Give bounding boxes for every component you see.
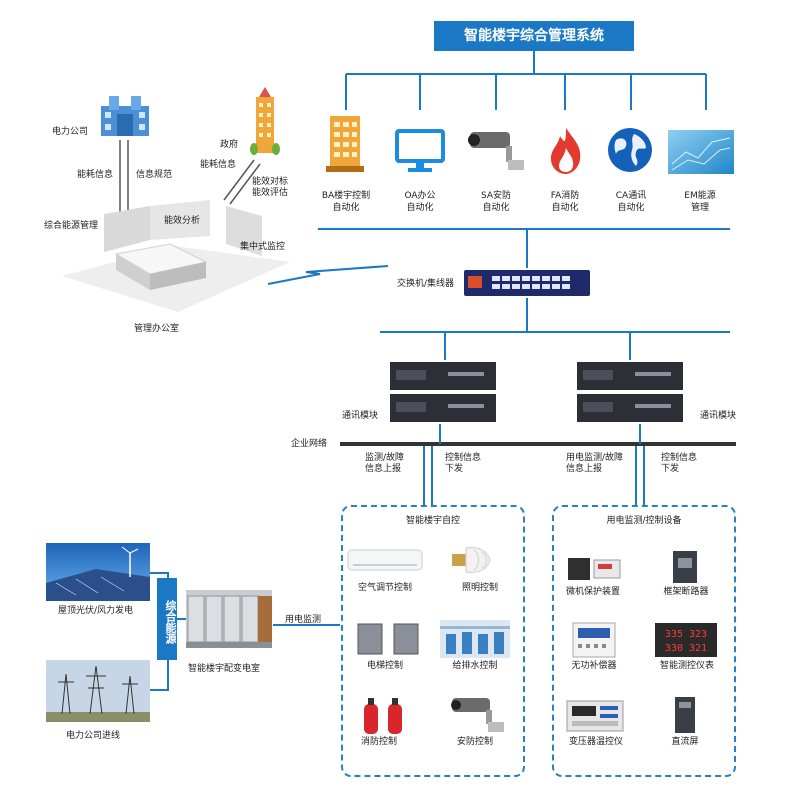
monitor-icon [394, 128, 446, 174]
power-monitor-label: 用电监测 [285, 615, 322, 625]
office-connector-lines [62, 140, 290, 312]
frame-breaker-icon [672, 550, 698, 584]
efficiency-analysis-label: 能效分析 [164, 216, 201, 226]
power-monitor-fault-label-2: 信息上报 [566, 464, 603, 474]
substation-label: 智能楼宇配变电室 [188, 664, 261, 674]
comm-module-left-label: 通讯模块 [342, 411, 379, 421]
comm-module-right-label: 通讯模块 [700, 411, 737, 421]
ac-control-label: 空气调节控制 [357, 583, 412, 593]
system-ca-sub: 自动化 [617, 203, 645, 213]
fire-extinguisher-icon [358, 694, 410, 736]
grid-tower-photo [46, 660, 150, 722]
lighting-control-label: 照明控制 [461, 583, 498, 593]
elevator-control-label: 电梯控制 [366, 661, 403, 671]
system-oa-sub: 自动化 [406, 203, 434, 213]
comm-module-right-icon [575, 360, 685, 424]
reactive-compensator-label: 无功补偿器 [571, 661, 617, 671]
monitor-fault-label: 监测/故障 [365, 453, 405, 463]
security-control-label: 安防控制 [456, 737, 493, 747]
comm-module-left-icon [388, 360, 498, 424]
integrated-energy-mgmt-label: 综合能源管理 [44, 221, 99, 231]
grid-line-label: 电力公司进线 [66, 731, 121, 741]
system-ba-sub: 自动化 [332, 203, 360, 213]
system-ba-label: BA楼宇控制 [321, 191, 371, 201]
meter-reading-top: 335 323 [665, 629, 707, 640]
monitor-fault-label-2: 信息上报 [365, 464, 402, 474]
light-bulb-icon [450, 540, 510, 580]
dc-panel-label: 直流屏 [671, 737, 699, 747]
meter-reading-bottom: 330 321 [665, 643, 707, 654]
fire-icon [546, 126, 586, 176]
smart-meter-label: 智能测控仪表 [659, 661, 714, 671]
building-automation-title: 智能楼宇自控 [405, 516, 460, 526]
security-camera-icon [448, 694, 508, 736]
system-fa-label: FA消防 [550, 191, 580, 201]
transformer-temp-label: 变压器温控仪 [568, 737, 623, 747]
system-sa-sub: 自动化 [482, 203, 510, 213]
fire-control-label: 消防控制 [360, 737, 397, 747]
air-conditioner-icon [347, 548, 423, 574]
network-switch-icon [462, 268, 592, 298]
system-em-label: EM能源 [684, 191, 716, 201]
power-company-label: 电力公司 [52, 127, 89, 137]
energy-info-label: 能耗信息 [77, 170, 114, 180]
government-building-icon [250, 87, 280, 155]
power-company-building-icon [95, 92, 155, 138]
substation-photo [186, 590, 272, 648]
system-fa-sub: 自动化 [551, 203, 579, 213]
system-oa-label: OA办公 [404, 191, 436, 201]
elevator-icon [356, 622, 420, 656]
dc-panel-icon [674, 696, 696, 734]
water-pump-icon [440, 620, 510, 658]
energy-icon [668, 130, 734, 174]
globe-icon [606, 126, 654, 174]
control-info-label: 控制信息 [445, 453, 482, 463]
info-spec-label: 信息规范 [136, 170, 173, 180]
control-info-right-label-2: 下发 [661, 464, 680, 474]
camera-icon [466, 126, 528, 176]
energy-info-gov-label: 能耗信息 [200, 160, 237, 170]
integrated-source-box: 综合能源 [157, 578, 177, 660]
government-label: 政府 [220, 140, 239, 150]
protection-device-icon [566, 554, 622, 584]
protection-device-label: 微机保护装置 [565, 587, 620, 597]
reactive-compensator-icon [572, 622, 616, 658]
control-info-label-2: 下发 [445, 464, 464, 474]
efficiency-assess-label: 能效评估 [252, 188, 289, 198]
rooftop-label: 屋顶光伏/风力发电 [58, 606, 134, 616]
building-icon [322, 110, 368, 174]
power-monitoring-panel [552, 505, 736, 777]
enterprise-network-label: 企业网络 [291, 439, 328, 449]
frame-breaker-label: 框架断路器 [663, 587, 709, 597]
power-monitor-fault-label: 用电监测/故障 [566, 453, 624, 463]
mgmt-office-label: 管理办公室 [134, 324, 180, 334]
system-em-sub: 管理 [690, 203, 709, 213]
control-info-right-label: 控制信息 [661, 453, 698, 463]
switch-label: 交换机/集线器 [397, 279, 455, 289]
building-automation-panel [341, 505, 525, 777]
transformer-temp-icon [566, 700, 624, 732]
system-title: 智能楼宇综合管理系统 [434, 21, 634, 51]
central-monitor-label: 集中式监控 [240, 242, 286, 252]
smart-meter-icon: 335 323 330 321 [654, 622, 718, 658]
power-monitoring-title: 用电监测/控制设备 [606, 516, 682, 526]
water-control-label: 给排水控制 [452, 661, 498, 671]
system-ca-label: CA通讯 [615, 191, 647, 201]
efficiency-compare-label: 能效对标 [252, 177, 289, 187]
system-sa-label: SA安防 [480, 191, 512, 201]
solar-wind-photo [46, 543, 150, 601]
